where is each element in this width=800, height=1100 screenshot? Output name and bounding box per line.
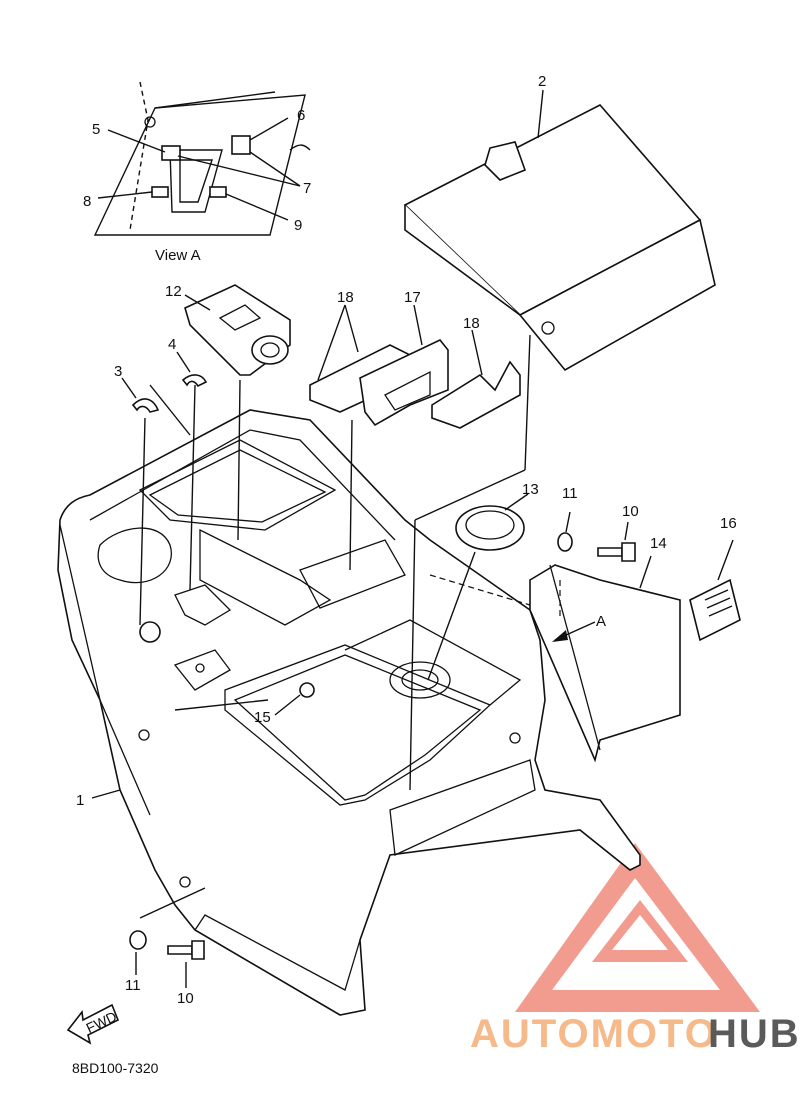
watermark-text: AUTOMOTO HUB [470, 1012, 800, 1056]
callout-2: 2 [538, 73, 546, 90]
part-3-4-clips [121, 351, 208, 413]
part-17-18-brackets [309, 304, 521, 429]
view-a-inset [93, 81, 311, 236]
fwd-arrow-icon [66, 1003, 120, 1045]
part-code: 8BD100-7320 [72, 1060, 159, 1076]
view-a-arrow-label: A [596, 613, 606, 630]
fwd-label: FWD [83, 1008, 119, 1036]
callout-9: 9 [294, 217, 302, 234]
watermark-text-primary: AUTOMOTO [470, 1012, 718, 1056]
part-14-panel [529, 539, 741, 763]
part-1-console-body [57, 409, 641, 1016]
callout-6: 6 [297, 107, 305, 124]
watermark-logo [515, 843, 760, 1012]
callout-15: 15 [254, 709, 271, 726]
guide-lines [91, 334, 561, 919]
callout-13: 13 [522, 481, 539, 498]
callout-16: 16 [720, 515, 737, 532]
callout-10-bottom: 10 [177, 990, 194, 1007]
view-a-caption: View A [155, 247, 201, 264]
callout-11-top: 11 [562, 485, 578, 502]
fasteners [129, 511, 636, 988]
callout-18-right: 18 [463, 315, 480, 332]
callout-11-bottom: 11 [125, 977, 141, 994]
callout-12: 12 [165, 283, 182, 300]
view-a-arrow [552, 621, 596, 642]
callout-7: 7 [303, 180, 311, 197]
callout-14: 14 [650, 535, 667, 552]
part-13-grommet [427, 493, 529, 681]
callout-10-top: 10 [622, 503, 639, 520]
callout-4: 4 [168, 336, 176, 353]
callout-3: 3 [114, 363, 122, 380]
callout-1: 1 [76, 792, 84, 809]
callout-8: 8 [83, 193, 91, 210]
part-12-holder [184, 284, 291, 376]
callout-17: 17 [404, 289, 421, 306]
callout-18-left: 18 [337, 289, 354, 306]
part-2-lid [403, 89, 716, 372]
watermark-text-secondary: HUB [708, 1012, 800, 1056]
callout-labels: 2 5 6 7 8 9 View A 12 18 17 18 4 3 13 11… [72, 73, 737, 1076]
callout-5: 5 [92, 121, 100, 138]
